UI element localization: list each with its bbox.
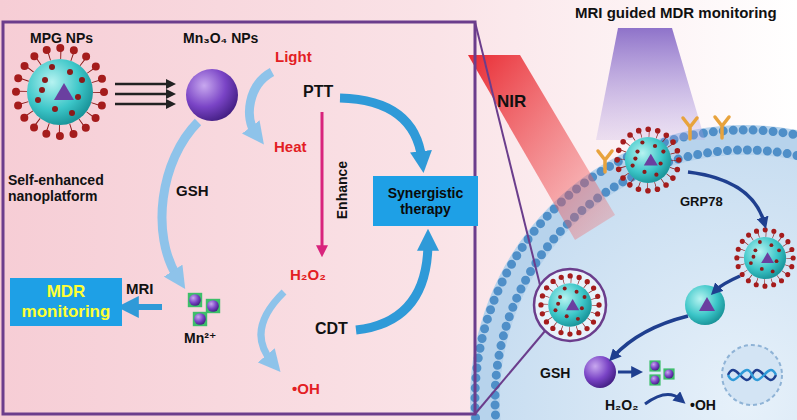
- process-box: Synergistic therapy: [373, 176, 478, 226]
- text-label: Self-enhanced nanoplatform: [8, 172, 130, 204]
- text-label: PTT: [303, 83, 333, 101]
- text-label: Mn²⁺: [184, 330, 216, 346]
- text-label: •OH: [690, 397, 716, 413]
- text-label: GSH: [540, 365, 570, 381]
- text-label: Heat: [274, 138, 307, 155]
- box-label: Synergistic therapy: [373, 185, 478, 217]
- text-label: NIR: [497, 92, 526, 112]
- text-label: H₂O₂: [605, 397, 638, 413]
- process-box: MDR monitoring: [10, 278, 122, 326]
- text-label: •OH: [292, 380, 320, 397]
- text-label: H₂O₂: [290, 266, 326, 283]
- box-label: MDR monitoring: [10, 282, 122, 321]
- text-label: Light: [275, 48, 312, 65]
- rotated-label: Enhance: [334, 161, 350, 219]
- text-label: Mn₃O₄ NPs: [183, 30, 258, 46]
- text-label: MPG NPs: [30, 30, 93, 46]
- text-label: GRP78: [680, 195, 723, 210]
- text-label: GSH: [176, 182, 209, 199]
- text-label: CDT: [315, 320, 348, 338]
- text-label: MRI: [126, 280, 154, 297]
- figure-heading: MRI guided MDR monitoring: [575, 4, 777, 21]
